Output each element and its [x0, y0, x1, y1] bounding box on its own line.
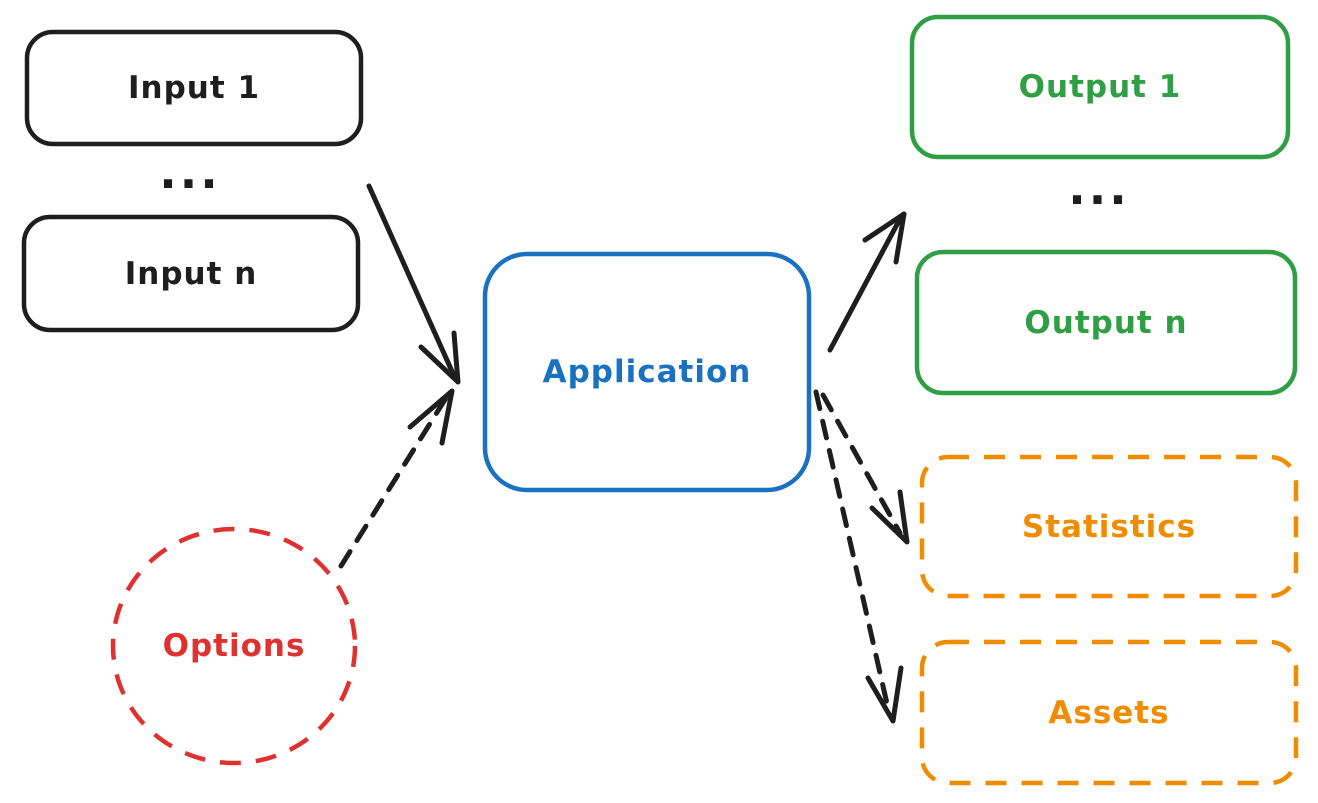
- options-outline: [110, 526, 358, 766]
- arrow-application-to-assets-line: [813, 389, 891, 711]
- options-circle: [110, 526, 358, 766]
- arrow-application-to-statistics: [820, 392, 910, 545]
- output-n-box: [914, 249, 1298, 396]
- arrow-options-to-application-line: [338, 395, 449, 569]
- arrow-application-to-statistics-head: [869, 489, 910, 545]
- statistics-box: [919, 454, 1299, 599]
- arrow-inputs-to-application: [366, 183, 461, 385]
- input-1-box: [24, 29, 364, 147]
- output-n-outline: [914, 249, 1298, 396]
- arrow-inputs-to-application-head: [418, 330, 461, 385]
- output-1-outline: [909, 14, 1291, 160]
- output-1-box: [909, 14, 1291, 160]
- input-n-outline: [21, 214, 361, 333]
- statistics-outline: [919, 454, 1299, 599]
- assets-box: [919, 639, 1299, 786]
- arrow-options-to-application-head: [407, 388, 455, 446]
- input-n-box: [21, 214, 361, 333]
- arrow-application-to-statistics-line: [820, 392, 903, 536]
- assets-outline: [919, 639, 1299, 786]
- application-box: [482, 251, 812, 493]
- arrow-application-to-outputs: [827, 211, 907, 353]
- arrow-application-to-assets-head: [865, 665, 904, 724]
- arrow-application-to-assets: [813, 389, 904, 724]
- arrow-application-to-outputs-line: [827, 214, 904, 353]
- input-1-outline: [24, 29, 364, 147]
- arrow-options-to-application: [338, 388, 455, 569]
- arrow-application-to-outputs-head: [862, 211, 907, 265]
- arrow-inputs-to-application-line: [366, 183, 458, 381]
- application-outline: [482, 251, 812, 493]
